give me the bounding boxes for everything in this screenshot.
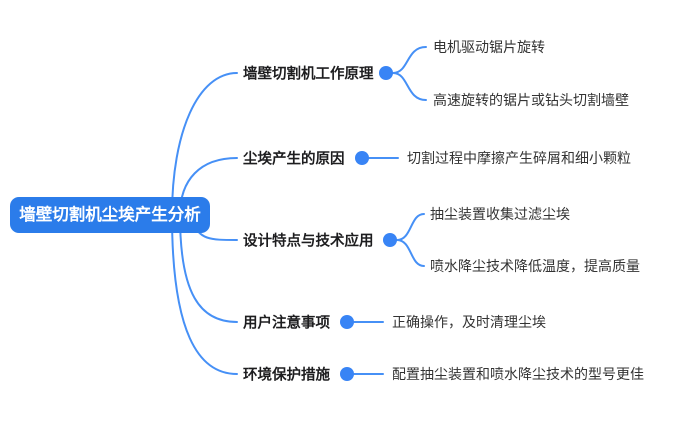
child-node-high-speed-cutting[interactable]: 高速旋转的锯片或钻头切割墙壁 bbox=[433, 92, 629, 108]
curve-root-to-branch-4 bbox=[179, 214, 238, 323]
curve-branch-1-to-child-1 bbox=[392, 46, 427, 74]
child-node-water-spray[interactable]: 喷水降尘技术降低温度，提高质量 bbox=[430, 258, 640, 274]
curve-branch-3-to-child-2 bbox=[396, 239, 425, 267]
collapse-dot-branch-4[interactable] bbox=[340, 315, 354, 329]
collapse-dot-branch-1[interactable] bbox=[379, 66, 393, 80]
curve-root-to-branch-1 bbox=[171, 72, 238, 216]
collapse-dot-branch-5[interactable] bbox=[340, 367, 354, 381]
curve-branch-3-to-child-1 bbox=[396, 213, 425, 241]
branch-node-working-principle[interactable]: 墙壁切割机工作原理 bbox=[243, 66, 374, 83]
child-node-motor-drive[interactable]: 电机驱动锯片旋转 bbox=[433, 39, 545, 55]
collapse-dots bbox=[340, 66, 397, 381]
root-node[interactable]: 墙壁切割机尘埃产生分析 bbox=[10, 197, 210, 233]
branch-node-environment-protection[interactable]: 环境保护措施 bbox=[243, 367, 330, 384]
branch-node-design-features[interactable]: 设计特点与技术应用 bbox=[243, 233, 374, 250]
curve-branch-1-to-child-2 bbox=[392, 72, 427, 101]
curve-root-to-branch-5 bbox=[171, 214, 238, 375]
child-node-correct-operation[interactable]: 正确操作，及时清理尘埃 bbox=[392, 314, 546, 330]
child-node-dust-extraction[interactable]: 抽尘装置收集过滤尘埃 bbox=[430, 206, 570, 222]
collapse-dot-branch-2[interactable] bbox=[355, 151, 369, 165]
collapse-dot-branch-3[interactable] bbox=[383, 233, 397, 247]
child-node-equipped-models[interactable]: 配置抽尘装置和喷水降尘技术的型号更佳 bbox=[392, 366, 644, 382]
branch-node-dust-causes[interactable]: 尘埃产生的原因 bbox=[243, 151, 345, 168]
branch-node-user-precautions[interactable]: 用户注意事项 bbox=[243, 315, 330, 332]
child-node-friction-debris[interactable]: 切割过程中摩擦产生碎屑和细小颗粒 bbox=[407, 150, 631, 166]
